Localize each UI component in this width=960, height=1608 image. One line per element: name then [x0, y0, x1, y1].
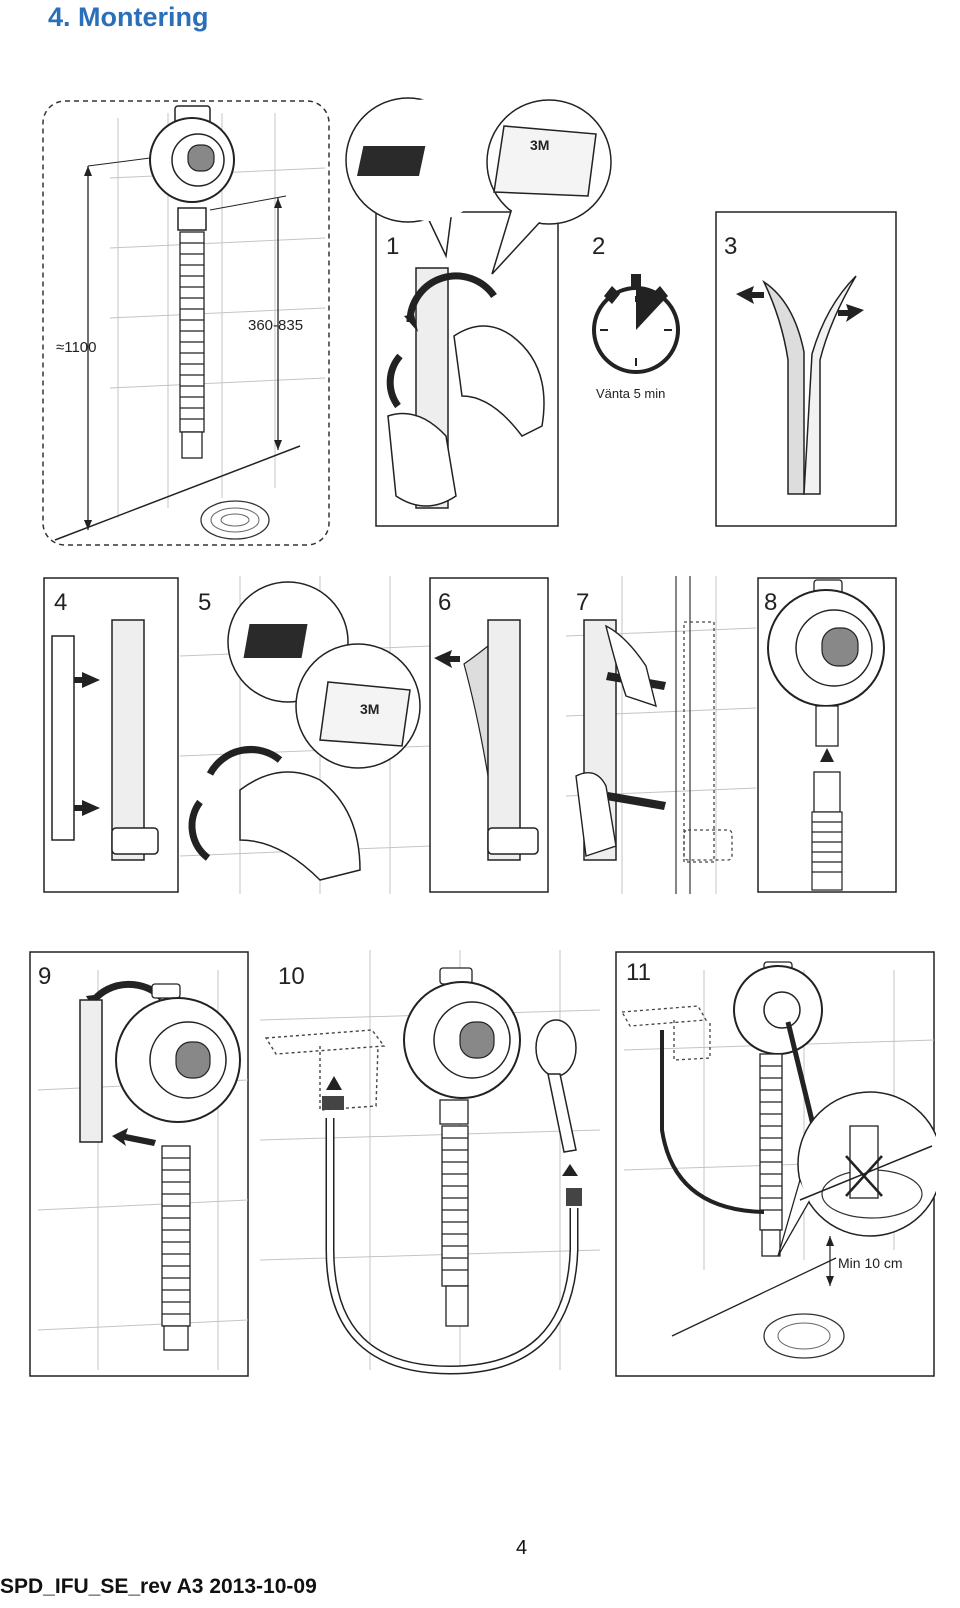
page-title: 4. Montering [48, 2, 209, 32]
footer-document-id: SPD_IFU_SE_rev A3 2013-10-09 [0, 1575, 317, 1598]
step-8-figure: 8 [757, 577, 897, 893]
step-8-number: 8 [764, 589, 777, 616]
step-11-number: 11 [626, 959, 651, 986]
height-dimension-label: ≈1100 [56, 339, 97, 356]
overview-dimensions-figure: ≈1100 360-835 [42, 100, 330, 546]
page-number: 4 [516, 1537, 528, 1559]
step-3-number: 3 [724, 233, 737, 260]
step-1-number: 1 [386, 233, 399, 260]
range-dimension-label: 360-835 [248, 317, 303, 334]
step-7-number: 7 [576, 589, 589, 616]
step-6-figure: 6 [429, 577, 549, 893]
step-10-figure: 10 [260, 950, 600, 1375]
step-4-figure: 4 [43, 577, 179, 893]
step-3-figure: 3 [715, 211, 897, 527]
step-7-figure: 7 [566, 576, 756, 894]
step-1-3m-label: 3M [530, 137, 549, 153]
min-distance-label: Min 10 cm [838, 1255, 903, 1271]
step-6-number: 6 [438, 589, 451, 616]
step-1-figure: 3M 1 [345, 97, 612, 527]
step-11-figure: 11 Min 10 cm [615, 951, 936, 1377]
step-2-number: 2 [592, 233, 605, 260]
step-10-number: 10 [278, 963, 305, 990]
step-4-number: 4 [54, 589, 67, 616]
step-9-number: 9 [38, 963, 51, 990]
step-2-figure: 2 Vänta 5 min [592, 233, 680, 401]
step-5-3m-label: 3M [360, 701, 379, 717]
step-5-figure: 5 3M [180, 576, 430, 894]
step-5-number: 5 [198, 589, 211, 616]
step-9-figure: 9 [29, 951, 249, 1377]
wait-label: Vänta 5 min [596, 386, 665, 401]
